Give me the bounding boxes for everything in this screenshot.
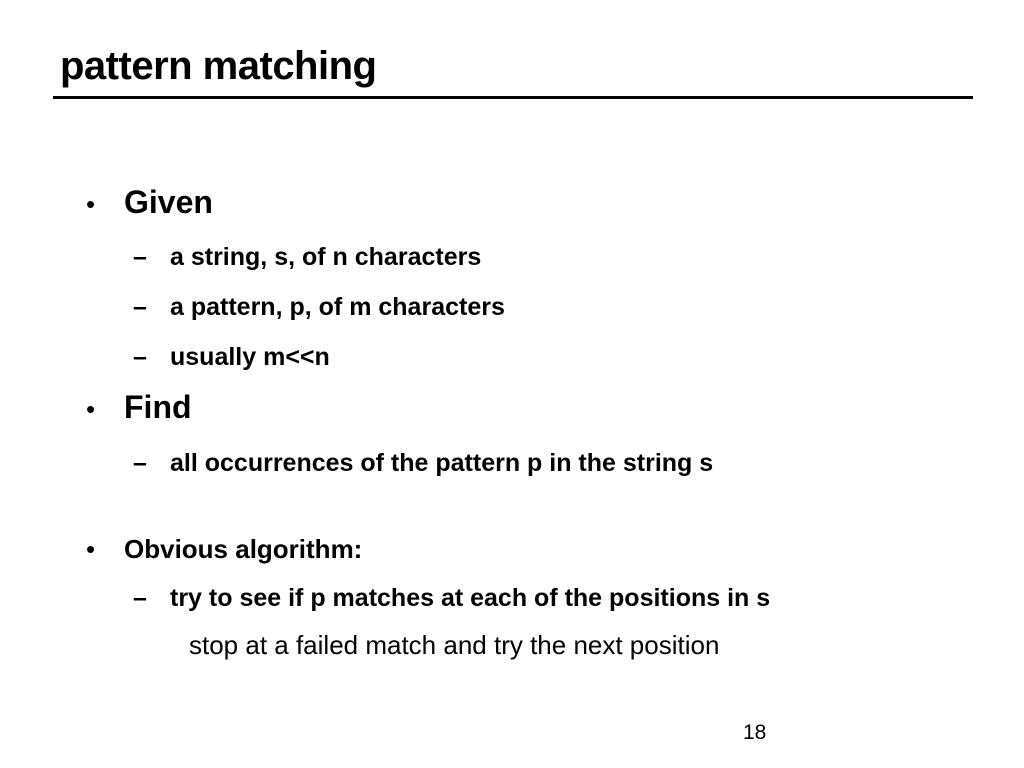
bullet-find-label: Find xyxy=(124,389,192,425)
dash: – xyxy=(133,243,147,271)
var-s: s xyxy=(756,584,771,612)
text-segment: , of xyxy=(304,293,350,321)
text-segment: all occurrences of the pattern xyxy=(170,449,528,477)
dash: – xyxy=(133,293,147,321)
bullet-obvious-algorithm: • Obvious algorithm: xyxy=(86,534,362,565)
text-segment: try to see if xyxy=(170,584,311,612)
title-underline xyxy=(53,96,973,99)
text-segment: a string, xyxy=(170,243,275,271)
var-p: p xyxy=(527,449,543,477)
bullet-dot: • xyxy=(86,534,96,564)
slide-title: pattern matching xyxy=(60,44,377,88)
sub-bullet-occurrences: –all occurrences of the pattern p in the… xyxy=(133,449,713,478)
page-number: 18 xyxy=(743,721,767,744)
bullet-given: • Given xyxy=(86,184,213,221)
dash: – xyxy=(133,449,147,477)
sub-bullet-try: –try to see if p matches at each of the … xyxy=(133,584,770,613)
bullet-given-label: Given xyxy=(124,184,213,220)
text-segment: in the string xyxy=(542,449,700,477)
sub-bullet-usually: –usually m<<n xyxy=(133,343,330,372)
text-segment: characters xyxy=(347,243,482,271)
var-s: s xyxy=(274,243,289,271)
text-segment: matches at each of the positions in xyxy=(325,584,757,612)
var-p: p xyxy=(310,584,326,612)
var-p: p xyxy=(289,293,305,321)
var-s: s xyxy=(699,449,714,477)
text-segment: , of xyxy=(288,243,333,271)
bullet-obvious-label: Obvious algorithm: xyxy=(124,534,363,564)
var-n: n xyxy=(332,243,348,271)
var-m: m xyxy=(349,293,372,321)
bullet-dot: • xyxy=(86,394,96,424)
text-segment: characters xyxy=(371,293,505,321)
dash: – xyxy=(133,343,147,371)
text-segment: a pattern, xyxy=(170,293,290,321)
dash: – xyxy=(133,584,147,612)
sub-bullet-string: –a string, s, of n characters xyxy=(133,243,481,272)
sub-bullet-pattern: –a pattern, p, of m characters xyxy=(133,293,505,322)
text-segment: usually xyxy=(170,343,264,371)
bullet-dot: • xyxy=(86,189,96,219)
bullet-find: • Find xyxy=(86,389,192,426)
var-m-less-n: m<<n xyxy=(263,343,330,371)
algorithm-note: stop at a failed match and try the next … xyxy=(189,630,720,660)
